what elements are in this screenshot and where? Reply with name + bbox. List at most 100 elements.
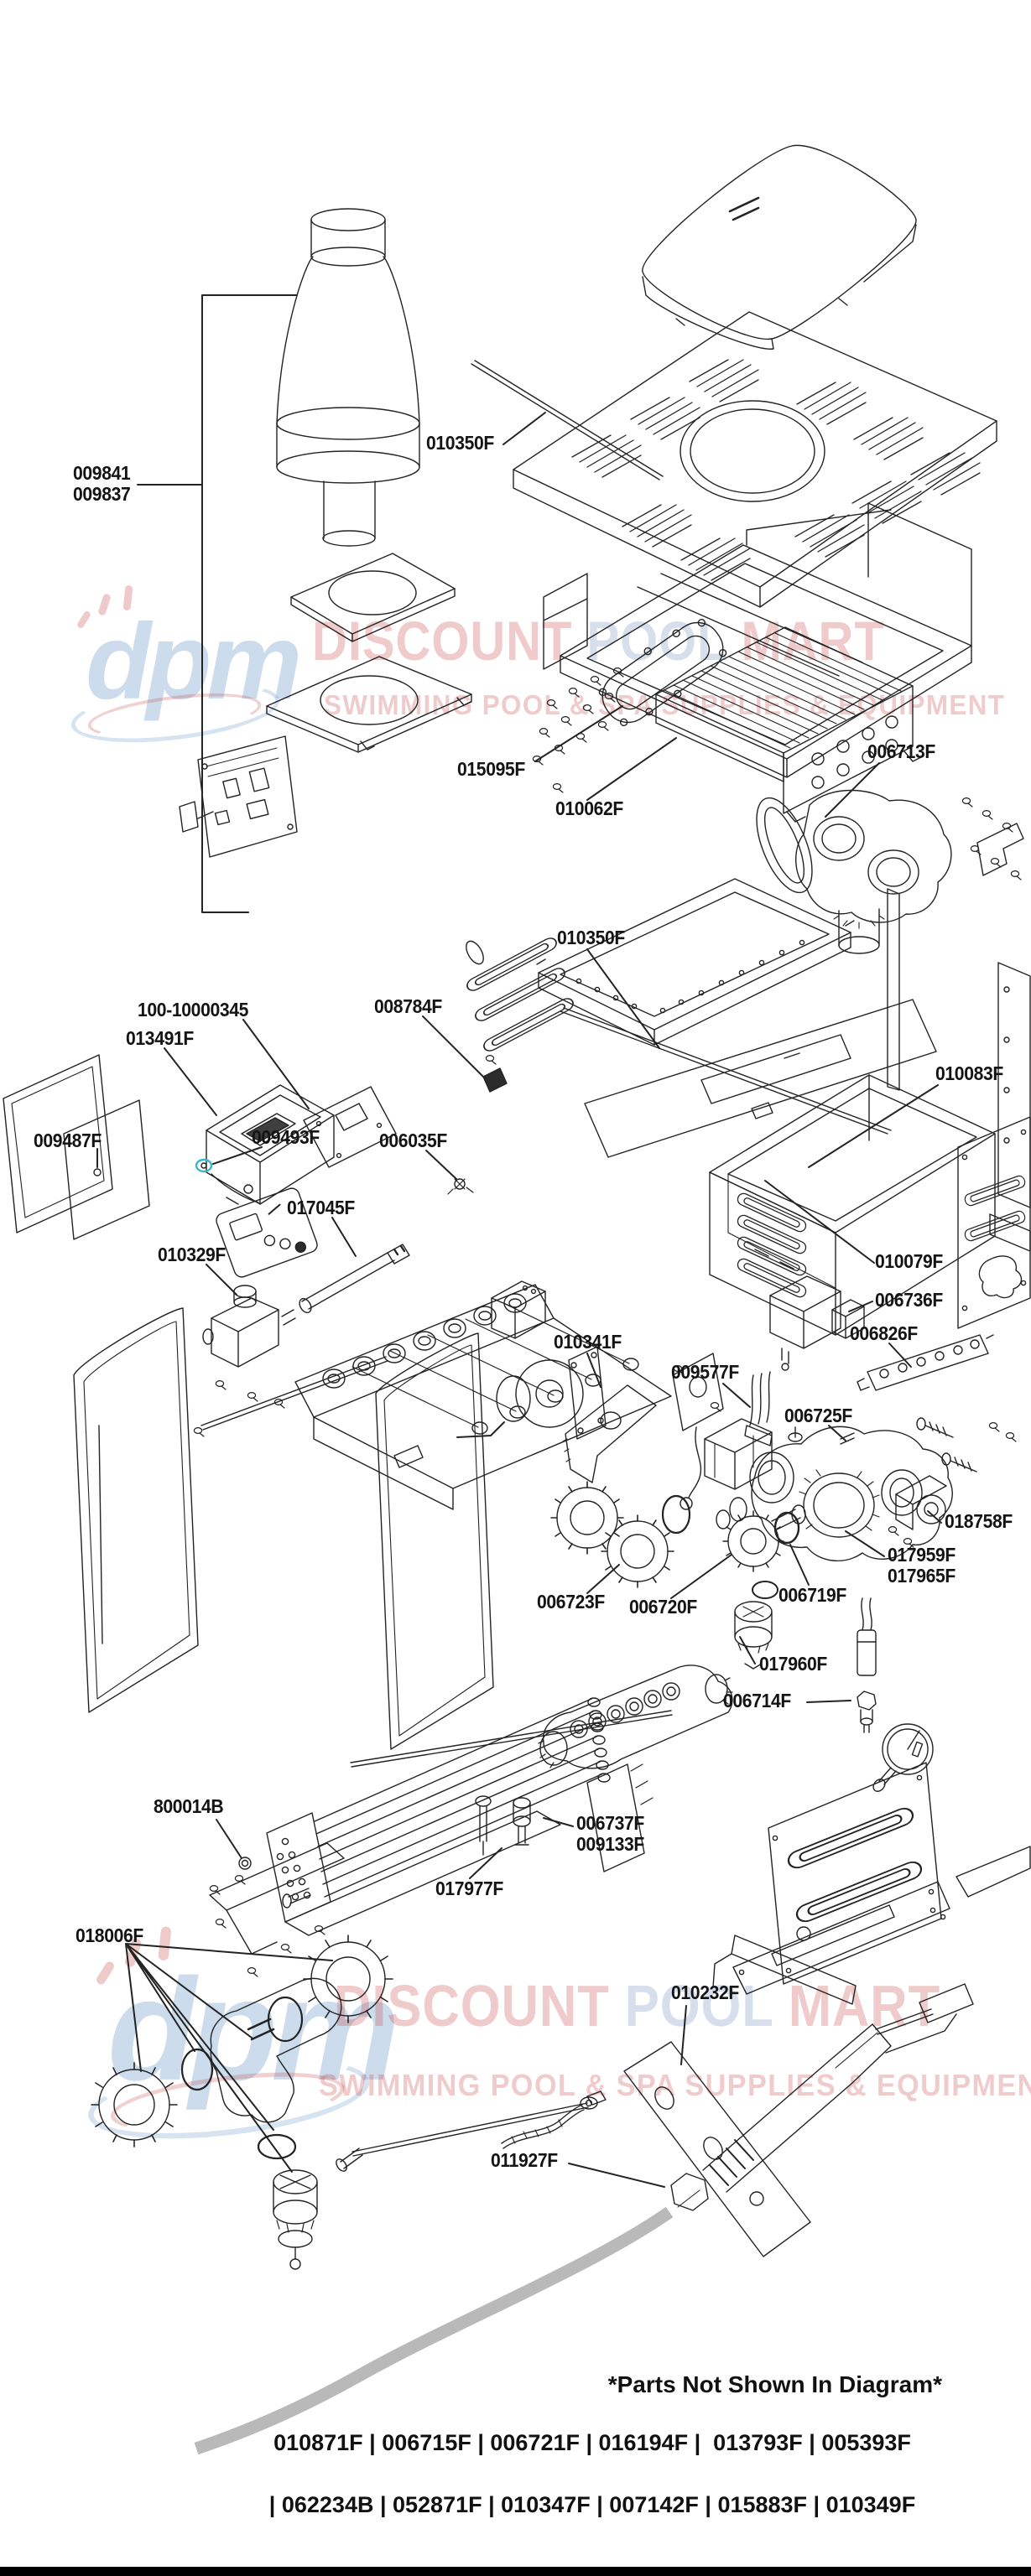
part-label-006720F: 006720F [629,1596,697,1618]
bulkhead-union-drawing [722,1504,806,1572]
relay-drawing [831,1299,865,1339]
dpm-logo-watermark: dpm [68,584,302,752]
screws-springs-drawing [916,1417,1017,1472]
pressure-switch-drawing [888,1475,947,1548]
part-label-017959F-017965F: 017959F 017965F [888,1544,955,1587]
part-label-100-10000345: 100-10000345 [138,999,249,1021]
keypad-drawing [216,1187,318,1278]
outlet-header-drawing [538,1665,733,1769]
part-label-017977F: 017977F [435,1877,503,1899]
part-label-018758F: 018758F [945,1510,1013,1532]
grommet-marker-drawing [195,1158,213,1173]
sensor-wires-drawing [744,1371,773,1446]
part-label-006826F: 006826F [850,1322,918,1344]
thermistor-drawing [857,1597,877,1676]
manifold-head-drawing [749,1426,953,1561]
part-label-017960F: 017960F [759,1653,827,1675]
part-label-009487F: 009487F [34,1130,102,1151]
heat-exchanger-drawing [655,626,924,823]
part-label-800014B: 800014B [154,1795,224,1817]
part-label-009577F: 009577F [671,1361,739,1383]
burner-gasket-drawing [598,618,727,727]
flame-sensor-bracket-drawing [672,1353,724,1510]
top-frame-drawing [543,502,972,778]
screw-006035f-drawing [447,1178,474,1195]
left-door-panels-drawing [73,1307,494,1750]
watermark-word-discount: DISCOUNT [334,1973,610,2038]
part-label-010079F: 010079F [875,1250,943,1272]
channel-bracket-drawing [704,1418,773,1490]
gas-pipe-drawing [336,2090,607,2172]
display-pcb-drawing [303,1086,397,1168]
part-label-017045F: 017045F [287,1197,355,1218]
part-label-009841-009837: 009841 009837 [73,462,131,506]
part-label-010329F: 010329F [158,1244,226,1265]
top-cover-drawing [642,144,917,350]
tee-assembly-drawing [91,1935,393,2270]
part-label-008784F: 008784F [374,995,442,1017]
rod-a-drawing [471,360,664,480]
part-label-010350F-top: 010350F [426,432,494,454]
dpm-logo-text: dpm [107,1949,400,2111]
junction-box-drawing [769,1275,841,1371]
pressure-gauge-drawing [872,1723,934,1792]
part-label-010350F-mid: 010350F [557,927,625,948]
watermark-word-mart: MART [788,1973,941,2038]
flare-fitting-drawing [857,1690,877,1733]
controller-bezel-drawing [206,1084,335,1205]
part-label-013491F: 013491F [126,1027,194,1049]
flue-plates-drawing [266,553,472,753]
control-pcb-drawing [179,735,298,858]
part-label-010062F: 010062F [555,797,623,819]
mini-valve-drawing [513,1797,531,1846]
transformer-drawing [491,1280,546,1339]
label-bracket [137,294,298,913]
leader-lines [96,412,942,2188]
part-label-010083F: 010083F [935,1062,1003,1084]
part-label-006035F: 006035F [379,1130,447,1151]
part-label-006719F: 006719F [778,1584,846,1606]
lower-right-panel-drawing [712,1762,942,2005]
igniter-gasket-panel-drawing [732,1846,1031,1995]
igniter-cable-drawing [194,2206,674,2455]
watermark-title: DISCOUNT POOL MART [312,609,885,673]
part-label-006725F: 006725F [784,1405,852,1426]
part-label-009493F: 009493F [252,1126,320,1148]
right-edge-panel-drawing [989,962,1031,1252]
blower-drawing [496,1346,607,1440]
footer-parts-line-1: 010871F | 006715F | 006721F | 016194F | … [273,2430,911,2455]
tube-bundle-drawing [266,1697,653,1936]
part-label-006714F: 006714F [723,1690,791,1711]
watermark-subtitle-2: SWIMMING POOL & SPA SUPPLIES & EQUIPMENT [319,2068,1031,2102]
bottom-bar [0,2567,1031,2576]
rear-panel-drawing [584,888,937,1158]
oring-800014b-drawing [238,1857,252,1870]
manifold-pipe-drawing [281,1244,410,1326]
wire-connector-drawing [482,1067,508,1093]
watermark-word-pool: POOL [624,1973,773,2038]
gas-valve-drawing [202,1285,279,1402]
coil-baffle-drawing [464,935,576,1065]
terminal-strip-drawing [857,1334,994,1391]
part-label-006737F-009133F: 006737F 009133F [576,1812,644,1856]
watermark-title-2: DISCOUNT POOL MART [334,1972,940,2039]
union-nuts-drawing [550,1481,691,1588]
jacket-door-drawing [3,1054,150,1240]
top-louver-panel-drawing [513,311,997,608]
part-label-015095F: 015095F [457,758,525,780]
orifice-plate-drawing [562,1384,657,1483]
dpm-logo-text: dpm [86,602,302,722]
rod-b-drawing [560,1007,892,1135]
part-label-006736F: 006736F [875,1289,943,1311]
flue-vent-drawing [276,208,420,547]
chassis-drawing [709,1074,996,1336]
part-label-006723F: 006723F [537,1591,605,1613]
part-label-006713F: 006713F [867,740,935,762]
right-louver-panel-drawing [957,1116,1031,1329]
igniter-drawing [670,1983,974,2211]
screw-field [532,667,624,793]
part-label-018006F: 018006F [76,1924,143,1946]
footer-parts-line-2: | 062234B | 052871F | 010347F | 007142F … [268,2492,916,2517]
tray-drawing [536,878,855,1046]
